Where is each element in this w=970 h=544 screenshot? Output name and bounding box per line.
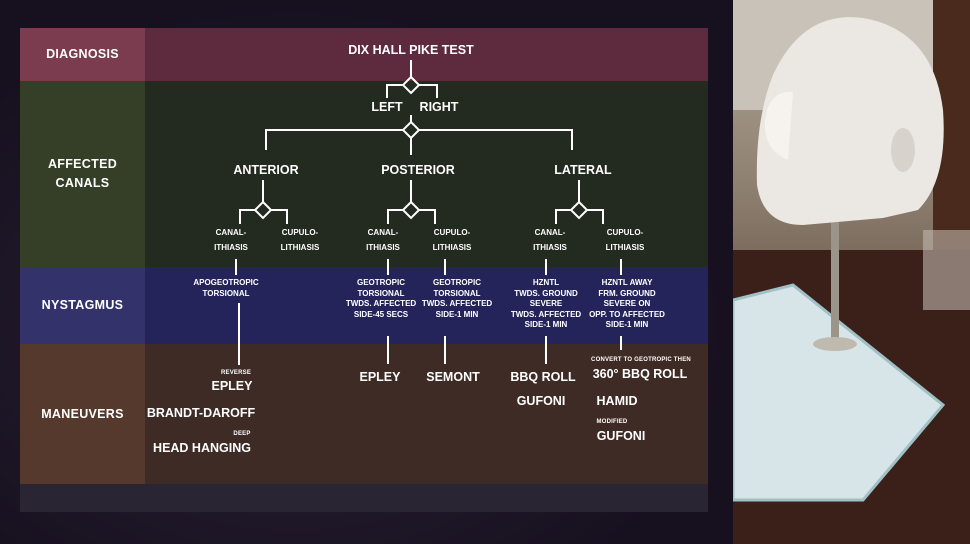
right-label: RIGHT <box>419 100 459 114</box>
lateral-maneuver-canalo-2: GUFONI <box>516 394 566 408</box>
anterior-maneuver-2: BRANDT-DAROFF <box>146 406 256 420</box>
diagnosis-band: DIAGNOSIS <box>20 28 708 81</box>
footer-band <box>20 484 708 512</box>
lateral-maneuver-cupulo-3: GUFONI <box>596 429 646 443</box>
mannequin-illustration <box>733 0 970 544</box>
lateral-maneuver-canalo-1: BBQ ROLL <box>510 370 576 384</box>
test-title: DIX HALL PIKE TEST <box>348 43 474 57</box>
row-label-affected-canals: AFFECTED CANALS <box>20 81 145 267</box>
lateral-canalo-label: CANAL-ITHIASIS <box>533 228 567 252</box>
row-label-nystagmus: NYSTAGMUS <box>20 267 145 344</box>
mannequin-photo <box>733 0 970 544</box>
lateral-maneuver-cupulo-1: 360° BBQ ROLL <box>592 367 688 381</box>
nystagmus-band: NYSTAGMUS <box>20 267 708 344</box>
posterior-canalo-label: CANAL-ITHIASIS <box>366 228 400 252</box>
anterior-canalo-label: CANAL-ITHIASIS <box>214 228 248 252</box>
posterior-maneuver-cupulo: SEMONT <box>426 370 480 384</box>
lateral-label: LATERAL <box>554 163 612 177</box>
anterior-maneuver-3: HEAD HANGING <box>153 441 251 455</box>
posterior-maneuver-canalo: EPLEY <box>359 370 401 384</box>
maneuvers-band: MANEUVERS <box>20 344 708 484</box>
left-label: LEFT <box>371 100 403 114</box>
anterior-label: ANTERIOR <box>233 163 299 177</box>
bppv-flowchart: DIAGNOSIS AFFECTED CANALS NYSTAGMUS MANE… <box>20 28 708 512</box>
row-label-diagnosis: DIAGNOSIS <box>20 28 145 81</box>
lateral-maneuver-cupulo-3-prefix: MODIFIED <box>596 419 628 425</box>
anterior-cupulo-label: CUPULO-LITHIASIS <box>280 228 320 252</box>
anterior-maneuver-3-prefix: DEEP <box>233 431 251 437</box>
posterior-label: POSTERIOR <box>381 163 455 177</box>
affected-canals-band: AFFECTED CANALS <box>20 81 708 267</box>
lateral-maneuver-cupulo-1-prefix: CONVERT TO GEOTROPIC THEN <box>591 357 691 363</box>
lateral-cupulo-label: CUPULO-LITHIASIS <box>605 228 645 252</box>
anterior-maneuver-1: EPLEY <box>211 379 253 393</box>
lateral-maneuver-cupulo-2: HAMID <box>596 394 638 408</box>
row-label-maneuvers: MANEUVERS <box>20 344 145 484</box>
posterior-cupulo-label: CUPULO-LITHIASIS <box>432 228 472 252</box>
anterior-maneuver-1-prefix: REVERSE <box>220 370 252 376</box>
